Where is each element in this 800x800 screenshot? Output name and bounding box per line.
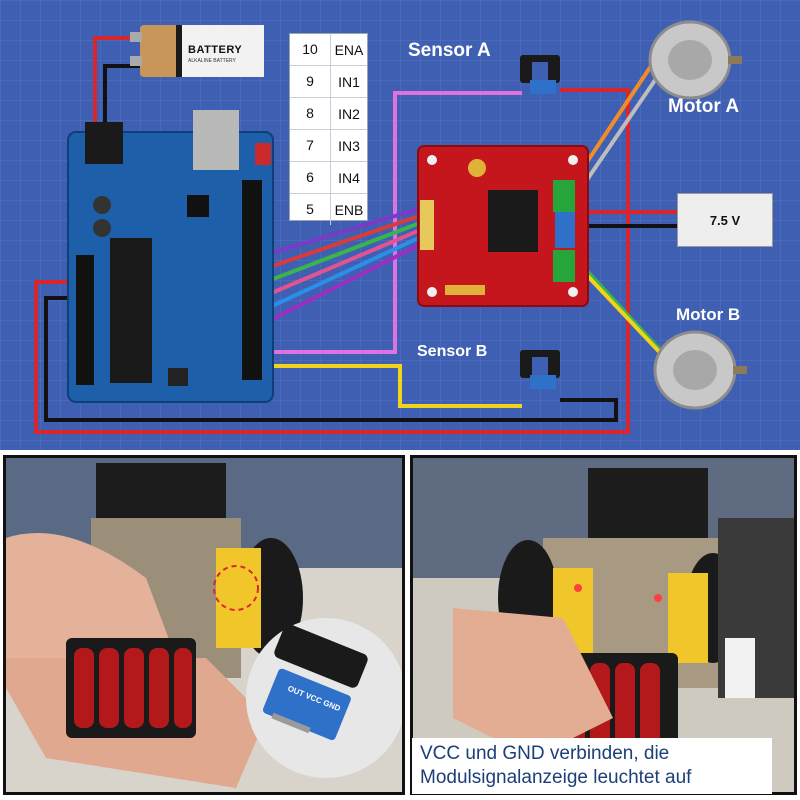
- highlight-circle: [213, 565, 259, 611]
- 5v-supply-wire: [34, 88, 630, 434]
- sensor-b: [520, 350, 560, 389]
- pin-row: 9 IN1: [290, 66, 367, 98]
- power-supply-box: 7.5 V: [677, 193, 773, 247]
- motor-b: [653, 330, 747, 410]
- psu-voltage-label: 7.5 V: [709, 212, 741, 228]
- arduino-board: [67, 110, 274, 403]
- in3-wire: [254, 226, 426, 302]
- in4-wire: [254, 233, 426, 316]
- motor-b-wire-2: [578, 266, 669, 362]
- sensor-a: [520, 55, 560, 94]
- caption-box: VCC und GND verbinden, die Modulsignalan…: [412, 738, 772, 794]
- motor-b-wire-1: [573, 256, 662, 352]
- battery-sublabel: ALKALINE BATTERY: [188, 58, 236, 64]
- sensor-b-label: Sensor B: [417, 343, 488, 360]
- motor-a: [648, 20, 742, 100]
- motor-b-label: Motor B: [676, 305, 741, 324]
- battery: [130, 25, 264, 77]
- ena-wire: [254, 205, 426, 260]
- caption-line-1: VCC und GND verbinden, die: [420, 743, 670, 764]
- sensor-a-label: Sensor A: [408, 40, 491, 61]
- pin-signal: IN2: [338, 105, 360, 122]
- pin-number: 10: [290, 34, 331, 65]
- pin-signal: IN4: [338, 169, 360, 186]
- pin-number: 5: [290, 194, 331, 225]
- in1-wire: [254, 212, 426, 274]
- pin-signal: ENB: [334, 201, 364, 218]
- pin-signal: IN1: [338, 73, 360, 90]
- motor-a-label: Motor A: [668, 96, 740, 117]
- l298n-driver: [417, 145, 589, 307]
- pin-number: 6: [290, 162, 331, 193]
- battery-positive-wire: [93, 36, 140, 140]
- pin-number: 7: [290, 130, 331, 161]
- pin-number: 8: [290, 98, 331, 129]
- pin-number: 9: [290, 66, 331, 97]
- in2-wire: [254, 219, 426, 288]
- caption-line-2: Modulsignalanzeige leuchtet auf: [420, 767, 692, 788]
- motor-a-wire-2: [578, 68, 664, 192]
- photo-right-scene: [413, 458, 794, 792]
- schematic-canvas: [0, 0, 800, 450]
- battery-negative-wire: [103, 64, 140, 140]
- pin-signal: IN3: [338, 137, 360, 154]
- pin-row: 8 IN2: [290, 98, 367, 130]
- gnd-supply-wire: [44, 296, 618, 422]
- pin-signal: ENA: [334, 41, 364, 58]
- wiring-schematic: BATTERY ALKALINE BATTERY Sensor A Sensor…: [0, 0, 800, 450]
- battery-label: BATTERY: [188, 44, 243, 56]
- sensor-b-signal-wire: [265, 364, 522, 408]
- pin-row: 6 IN4: [290, 162, 367, 194]
- photo-left-scene: [6, 458, 402, 792]
- pin-row: 7 IN3: [290, 130, 367, 162]
- enb-wire: [254, 240, 426, 330]
- photo-left: OUT VCC GND: [3, 455, 405, 795]
